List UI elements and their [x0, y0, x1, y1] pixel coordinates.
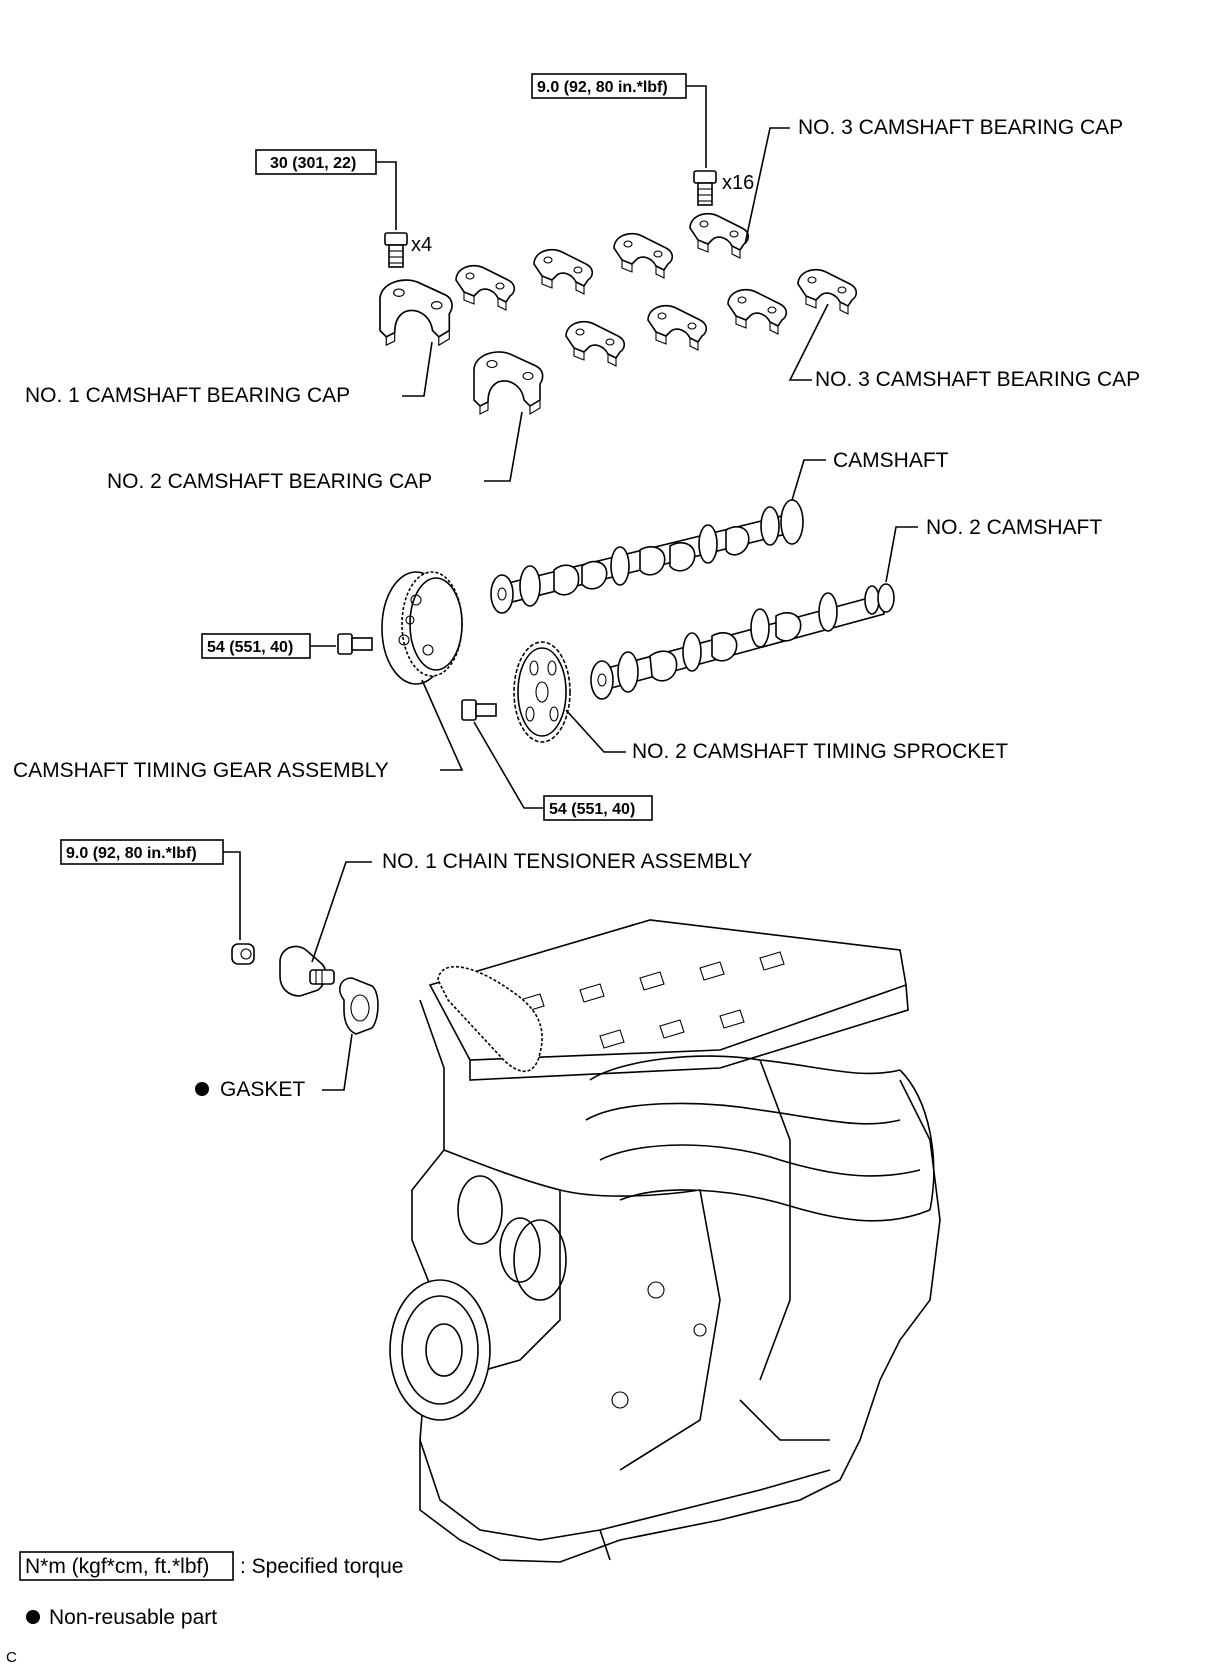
bearing-cap-lower-2 — [647, 304, 708, 351]
legend-torque-desc: : Specified torque — [240, 1555, 403, 1578]
leader-gasket — [322, 1033, 353, 1091]
torque-value-cap-bolts-small: 9.0 (92, 80 in.*lbf) — [537, 79, 668, 96]
timing-gear-bolt-icon — [337, 633, 373, 655]
label-no2-camshaft: NO. 2 CAMSHAFT — [926, 516, 1102, 539]
tensioner-nut-icon — [231, 943, 255, 965]
tensioner-gasket — [339, 977, 379, 1035]
no2-camshaft-timing-sprocket — [513, 641, 571, 743]
bearing-cap-upper-3 — [613, 232, 674, 279]
label-no3-cap-top: NO. 3 CAMSHAFT BEARING CAP — [798, 116, 1123, 139]
cap-bolt-small-icon — [693, 170, 717, 206]
no1-bearing-cap — [379, 279, 453, 347]
leader-no2-cap — [484, 411, 523, 482]
no3-bearing-cap-top — [689, 212, 750, 259]
leader-cap-bolts-large — [376, 161, 397, 230]
sprocket-bolt-icon — [461, 699, 497, 721]
torque-box-cap-bolts-large: 30 (301, 22) — [255, 149, 377, 175]
legend-torque-unit: N*m (kgf*cm, ft.*lbf) — [25, 1555, 209, 1578]
label-timing-gear: CAMSHAFT TIMING GEAR ASSEMBLY — [13, 759, 389, 782]
torque-box-timing-gear-bolt: 54 (551, 40) — [201, 633, 311, 659]
count-small-bolts: x16 — [722, 172, 754, 194]
leader-cap-bolts-small — [686, 85, 707, 168]
corner-mark: C — [6, 1649, 17, 1666]
no2-camshaft — [590, 583, 895, 700]
torque-box-cap-bolts-small: 9.0 (92, 80 in.*lbf) — [531, 73, 687, 99]
leader-chain-tensioner — [311, 861, 372, 963]
no2-bearing-cap — [473, 351, 544, 415]
camshaft-timing-gear-assembly — [381, 571, 463, 685]
leader-timing-gear — [421, 679, 464, 771]
torque-value-cap-bolts-large: 30 (301, 22) — [270, 155, 356, 172]
leader-no3-cap-top — [744, 127, 790, 245]
bearing-cap-upper-1 — [455, 264, 516, 311]
leader-camshaft — [791, 459, 826, 501]
label-timing-sprocket: NO. 2 CAMSHAFT TIMING SPROCKET — [632, 740, 1008, 763]
label-gasket: GASKET — [220, 1078, 305, 1101]
torque-box-tensioner-nut: 9.0 (92, 80 in.*lbf) — [60, 839, 224, 865]
torque-value-sprocket-bolt: 54 (551, 40) — [549, 801, 635, 818]
non-reusable-bullet-icon — [195, 1082, 209, 1096]
leader-no3-cap-right — [788, 303, 829, 381]
torque-value-timing-gear-bolt: 54 (551, 40) — [207, 639, 293, 656]
count-large-bolts: x4 — [411, 234, 432, 256]
label-no1-cap: NO. 1 CAMSHAFT BEARING CAP — [25, 384, 350, 407]
label-chain-tensioner: NO. 1 CHAIN TENSIONER ASSEMBLY — [382, 850, 752, 873]
leader-no1-cap — [402, 341, 433, 397]
cap-bolt-large-icon — [384, 232, 408, 268]
leader-timing-sprocket — [565, 709, 626, 753]
torque-box-sprocket-bolt: 54 (551, 40) — [543, 795, 653, 821]
label-no3-cap-right: NO. 3 CAMSHAFT BEARING CAP — [815, 368, 1140, 391]
leader-tensioner-nut — [223, 851, 241, 940]
leader-no2-camshaft — [885, 526, 918, 583]
bearing-cap-upper-2 — [533, 248, 594, 295]
camshaft — [490, 499, 804, 614]
leader-sprocket-bolt — [473, 721, 544, 809]
legend-nonreusable-desc: Non-reusable part — [49, 1606, 217, 1629]
bearing-cap-lower-1 — [565, 320, 626, 367]
legend-non-reusable-bullet-icon — [26, 1610, 40, 1624]
label-camshaft: CAMSHAFT — [833, 449, 949, 472]
torque-value-tensioner-nut: 9.0 (92, 80 in.*lbf) — [66, 845, 197, 862]
no1-chain-tensioner-assembly — [279, 945, 335, 997]
label-no2-cap: NO. 2 CAMSHAFT BEARING CAP — [107, 470, 432, 493]
engine-block — [389, 919, 941, 1563]
bearing-cap-lower-3 — [727, 288, 788, 335]
legend: N*m (kgf*cm, ft.*lbf) : Specified torque… — [19, 1551, 403, 1629]
